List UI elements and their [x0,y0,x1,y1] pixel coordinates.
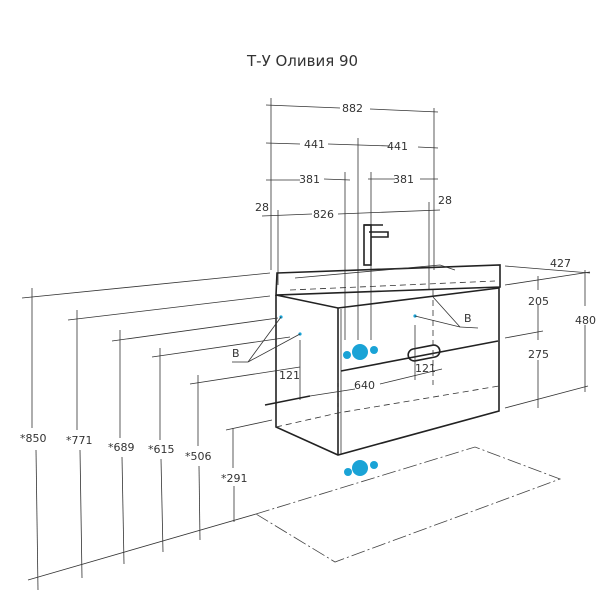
marker-b-right: B [464,312,472,325]
dim-mount-right: 121 [415,362,436,375]
dim-edge-right: 28 [438,194,452,207]
dim-half-right: 441 [387,140,408,153]
dimension-lines-right [504,265,591,409]
marker-b-left: B [232,347,240,360]
connection-points-wall [343,344,378,360]
connection-points-floor [344,460,378,476]
height-506: *506 [185,450,212,463]
dim-inner-width: 826 [313,208,334,221]
vanity-cabinet [275,264,501,456]
extension-lines [270,98,435,340]
height-291: *291 [221,472,248,485]
dim-total-width: 882 [342,102,363,115]
dim-top-drawer: 205 [528,295,549,308]
dim-bottom-drawer: 275 [528,348,549,361]
height-771: *771 [66,434,93,447]
dim-mount-span: 640 [354,379,375,392]
height-lines [21,272,301,591]
dim-mount-left: 121 [279,369,300,382]
dim-height: 480 [575,314,596,327]
dim-half-left: 441 [304,138,325,151]
height-850: *850 [20,432,47,445]
faucet-icon [363,224,389,266]
dim-depth: 427 [550,257,571,270]
drawing-title: Т-У Оливия 90 [246,52,358,70]
dim-offset-right: 381 [393,173,414,186]
height-689: *689 [108,441,135,454]
height-615: *615 [148,443,175,456]
drawer-handle [407,344,441,362]
floor-footprint [255,446,562,563]
dim-edge-left: 28 [255,201,269,214]
mount-points [232,296,479,400]
dimension-lines-top [261,104,441,217]
dim-offset-left: 381 [299,173,320,186]
